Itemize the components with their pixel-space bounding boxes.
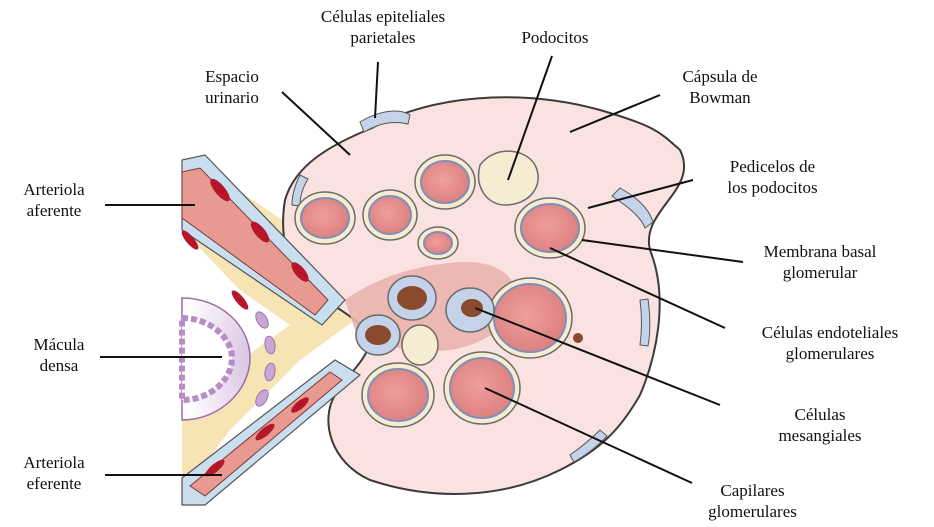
label-espacio-urinario: Espacio urinario xyxy=(186,66,278,108)
label-celulas-mesangiales: Células mesangiales xyxy=(755,404,885,446)
label-membrana-basal: Membrana basal glomerular xyxy=(745,241,895,283)
label-pedicelos: Pedicelos de los podocitos xyxy=(700,156,845,198)
label-podocitos: Podocitos xyxy=(505,27,605,48)
label-macula-densa: Mácula densa xyxy=(14,334,104,376)
label-celulas-epiteliales-parietales: Células epiteliales parietales xyxy=(303,6,463,48)
label-celulas-endoteliales: Células endoteliales glomerulares xyxy=(730,322,930,364)
leader-parietales xyxy=(375,62,378,118)
label-arteriola-aferente: Arteriola aferente xyxy=(4,179,104,221)
parietal-cell xyxy=(640,299,650,346)
leader-espacio xyxy=(282,92,350,155)
label-arteriola-eferente: Arteriola eferente xyxy=(4,452,104,494)
label-capsula-bowman: Cápsula de Bowman xyxy=(665,66,775,108)
label-capilares-glomerulares: Capilares glomerulares xyxy=(685,480,820,522)
